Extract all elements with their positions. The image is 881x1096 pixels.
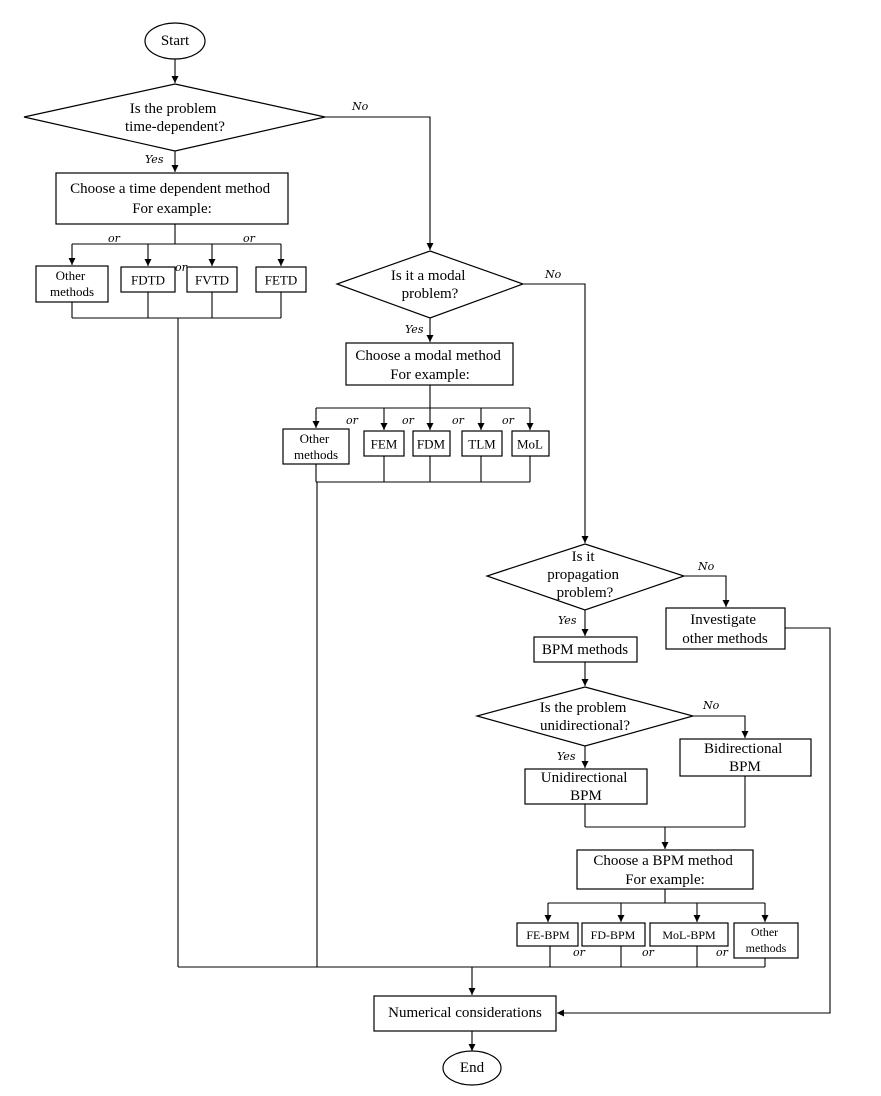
label-or-modal-4: or bbox=[502, 414, 515, 427]
fdtd-text: FDTD bbox=[131, 273, 165, 288]
numerical-considerations-box: Numerical considerations bbox=[373, 995, 557, 1032]
label-no-q-time: No bbox=[351, 100, 369, 113]
label-yes-q-uni: Yes bbox=[557, 750, 576, 763]
choose-modal-method-text: Choose a modal method For example: bbox=[355, 348, 504, 383]
unidirectional-text: Unidirectional BPM bbox=[541, 770, 631, 804]
decision-unidirectional: Is the problem unidirectional? bbox=[474, 686, 696, 747]
other-bpm-methods-box: Other methods bbox=[733, 922, 799, 959]
edge-q-time-no bbox=[325, 116, 434, 250]
mol-bpm-box: MoL-BPM bbox=[649, 922, 729, 947]
other-time-methods-box: Other methods bbox=[35, 265, 109, 303]
fd-bpm-box: FD-BPM bbox=[581, 922, 646, 947]
mol-box: MoL bbox=[511, 430, 550, 457]
label-no-q-prop: No bbox=[697, 560, 715, 573]
label-or-bpm-2: or bbox=[642, 946, 655, 959]
start-node: Start bbox=[144, 22, 206, 60]
choose-modal-method-box: Choose a modal method For example: bbox=[345, 342, 514, 386]
fdm-text: FDM bbox=[417, 437, 446, 452]
fem-text: FEM bbox=[371, 437, 398, 452]
bpm-methods-text: BPM methods bbox=[542, 642, 628, 658]
label-or-modal-3: or bbox=[452, 414, 465, 427]
label-no-q-uni: No bbox=[702, 699, 720, 712]
fem-box: FEM bbox=[363, 430, 405, 457]
label-yes-q-prop: Yes bbox=[558, 614, 577, 627]
label-yes-q-modal: Yes bbox=[405, 323, 424, 336]
edge-q-modal-no bbox=[523, 283, 589, 543]
edges bbox=[68, 59, 831, 1051]
label-yes-q-time: Yes bbox=[145, 153, 164, 166]
label-or-modal-1: or bbox=[346, 414, 359, 427]
unidirectional-box: Unidirectional BPM bbox=[524, 768, 648, 805]
choose-bpm-method-text: Choose a BPM method For example: bbox=[593, 853, 736, 888]
decision-propagation-text: Is it propagation problem? bbox=[547, 549, 622, 601]
fetd-text: FETD bbox=[265, 273, 298, 288]
other-modal-methods-text: Other methods bbox=[294, 431, 338, 462]
edge-q-uni-no bbox=[693, 715, 749, 738]
label-or-time-1: or bbox=[108, 232, 121, 245]
edge-labels: No Yes or or or No Yes or or or or No Ye… bbox=[108, 100, 729, 959]
fdtd-box: FDTD bbox=[120, 266, 176, 293]
label-or-time-3: or bbox=[243, 232, 256, 245]
fd-bpm-text: FD-BPM bbox=[591, 928, 636, 942]
decision-time-dependent: Is the problem time-dependent? bbox=[23, 83, 326, 152]
choose-bpm-method-box: Choose a BPM method For example: bbox=[576, 849, 754, 890]
fdm-box: FDM bbox=[412, 430, 451, 457]
bidirectional-text: Bidirectional BPM bbox=[704, 741, 786, 775]
numerical-considerations-text: Numerical considerations bbox=[388, 1005, 542, 1021]
mol-bpm-text: MoL-BPM bbox=[662, 928, 716, 942]
decision-propagation: Is it propagation problem? bbox=[485, 543, 686, 611]
label-no-q-modal: No bbox=[544, 268, 562, 281]
other-modal-methods-box: Other methods bbox=[282, 428, 350, 465]
fe-bpm-box: FE-BPM bbox=[516, 922, 579, 947]
mol-text: MoL bbox=[517, 437, 543, 452]
edge-q-prop-no bbox=[684, 575, 730, 607]
fe-bpm-text: FE-BPM bbox=[526, 928, 570, 942]
decision-modal-text: Is it a modal problem? bbox=[391, 268, 469, 302]
end-node: End bbox=[442, 1050, 502, 1086]
decision-unidirectional-text: Is the problem unidirectional? bbox=[540, 700, 631, 734]
tlm-text: TLM bbox=[468, 437, 496, 452]
label-or-modal-2: or bbox=[402, 414, 415, 427]
other-bpm-methods-text: Other methods bbox=[746, 925, 787, 955]
label-or-bpm-1: or bbox=[573, 946, 586, 959]
fvtd-box: FVTD bbox=[186, 266, 238, 293]
choose-time-method-box: Choose a time dependent method For examp… bbox=[55, 172, 289, 225]
edge-investigate-to-numerical bbox=[557, 627, 831, 1017]
decision-modal: Is it a modal problem? bbox=[335, 250, 525, 319]
fetd-box: FETD bbox=[255, 266, 307, 293]
end-label: End bbox=[460, 1060, 485, 1076]
bpm-methods-box: BPM methods bbox=[533, 636, 638, 663]
start-label: Start bbox=[161, 33, 190, 49]
bidirectional-box: Bidirectional BPM bbox=[679, 738, 812, 777]
tlm-box: TLM bbox=[461, 430, 503, 457]
other-time-methods-text: Other methods bbox=[50, 268, 94, 299]
fvtd-text: FVTD bbox=[195, 273, 229, 288]
decision-time-dependent-text: Is the problem time-dependent? bbox=[125, 101, 225, 135]
choose-time-method-text: Choose a time dependent method For examp… bbox=[70, 181, 274, 217]
label-or-bpm-3: or bbox=[716, 946, 729, 959]
label-or-time-2: or bbox=[175, 261, 188, 274]
nodes: Start Is the problem time-dependent? Cho… bbox=[23, 22, 812, 1086]
investigate-text: Investigate other methods bbox=[682, 612, 768, 647]
investigate-box: Investigate other methods bbox=[665, 607, 786, 650]
